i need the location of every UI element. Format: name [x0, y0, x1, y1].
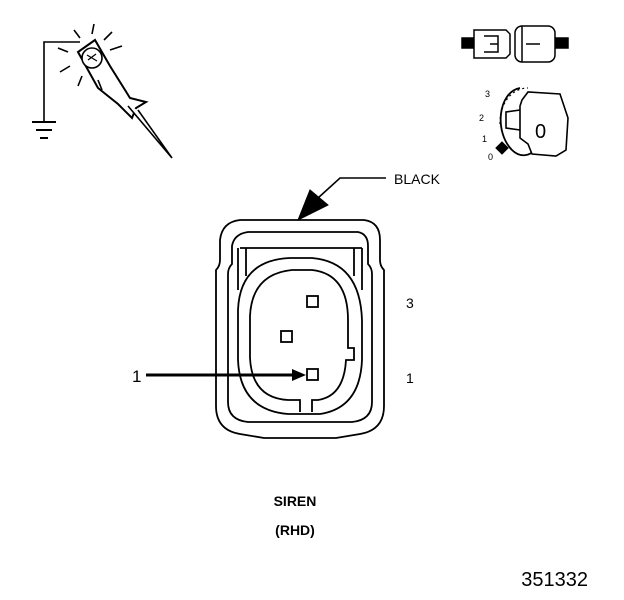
pin-label-1: 1	[406, 370, 414, 386]
ignition-key-mark: 0	[535, 121, 546, 143]
ignition-position-3: 3	[485, 89, 490, 99]
ignition-position-1: 1	[482, 134, 487, 144]
terminal-cavity-3	[306, 295, 319, 308]
ground-symbol-icon	[32, 121, 56, 139]
pin-pointer-arrow	[146, 369, 306, 381]
ignition-position-2: 2	[479, 113, 484, 123]
terminal-cavity-2	[280, 330, 293, 343]
caption-variant: (RHD)	[275, 522, 315, 538]
connector-color-label: BLACK	[394, 171, 441, 187]
test-light-probe-icon	[32, 23, 173, 159]
ignition-position-0: 0	[488, 152, 493, 162]
pin-label-3: 3	[406, 295, 414, 311]
connector-housing	[215, 219, 385, 439]
ignition-key-icon	[495, 87, 569, 157]
pin-pointer-label: 1	[132, 367, 141, 386]
terminal-cavity-1	[306, 368, 319, 381]
color-callout-leader	[297, 177, 386, 222]
figure-number: 351332	[521, 569, 588, 591]
caption-component: SIREN	[274, 493, 317, 509]
connector-disconnected-icon	[461, 25, 569, 63]
